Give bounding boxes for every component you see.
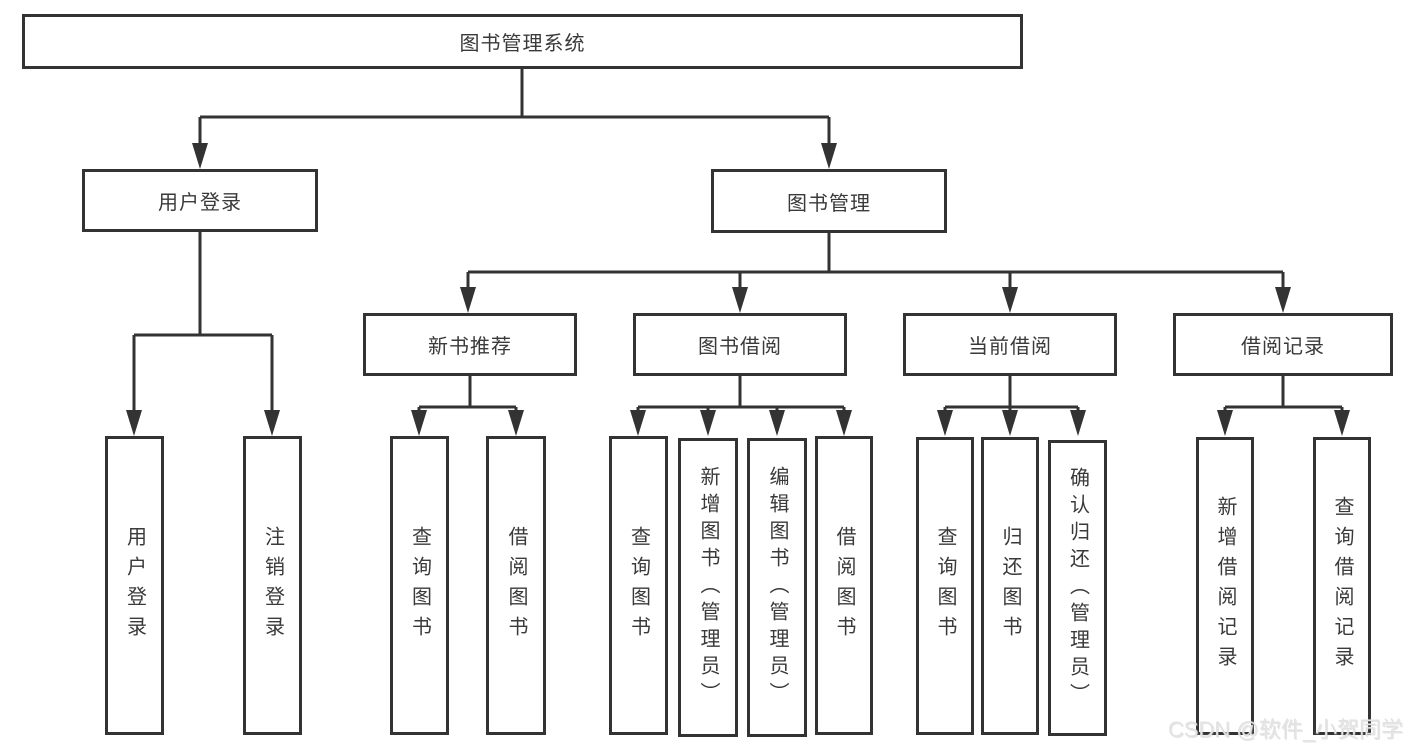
leaf-query-books-3-label: 查询图书 — [934, 526, 956, 646]
leaf-query-books-1: 查询图书 — [390, 436, 449, 735]
leaf-confirm-return-admin: 确认归还（管理员） — [1048, 440, 1107, 736]
leaf-query-books-3: 查询图书 — [916, 437, 974, 735]
leaf-edit-books-admin: 编辑图书（管理员） — [747, 438, 807, 737]
leaf-logout-login: 注销登录 — [243, 436, 302, 735]
leaf-query-books-2: 查询图书 — [609, 436, 668, 735]
leaf-user-login: 用户登录 — [105, 436, 164, 735]
leaf-borrow-books-1: 借阅图书 — [486, 436, 546, 735]
leaf-user-login-label: 用户登录 — [123, 525, 146, 646]
new-book-recommend-box: 新书推荐 — [363, 313, 577, 376]
arrowhead-icon — [937, 410, 953, 436]
user-login-label: 用户登录 — [158, 192, 242, 214]
leaf-edit-books-admin-label: 编辑图书（管理员） — [766, 466, 788, 709]
arrowhead-icon — [1217, 410, 1233, 436]
connector-current-borrow-to-leaves — [943, 376, 1080, 412]
arrowhead-icon — [630, 410, 646, 436]
current-borrow-label: 当前借阅 — [968, 336, 1052, 358]
arrowhead-icon — [264, 410, 280, 436]
leaf-return-books-label: 归还图书 — [999, 526, 1021, 646]
leaf-query-books-1-label: 查询图书 — [408, 525, 431, 646]
arrowhead-icon — [460, 287, 476, 313]
arrowhead-icon — [769, 410, 785, 436]
leaf-add-books-admin-label: 新增图书（管理员） — [697, 466, 719, 709]
arrowhead-icon — [126, 410, 142, 436]
arrowhead-icon — [1070, 410, 1086, 436]
arrowhead-icon — [1002, 410, 1018, 436]
leaf-borrow-books-2-label: 借阅图书 — [833, 525, 855, 646]
current-borrow-box: 当前借阅 — [903, 313, 1117, 376]
leaf-query-borrow-record: 查询借阅记录 — [1313, 437, 1371, 735]
borrow-records-label: 借阅记录 — [1241, 336, 1325, 358]
borrow-records-box: 借阅记录 — [1173, 313, 1393, 376]
arrowhead-icon — [1275, 287, 1291, 313]
connector-book-mgmt-to-level3 — [466, 233, 1285, 289]
arrowhead-icon — [821, 143, 837, 169]
leaf-add-borrow-record: 新增借阅记录 — [1196, 437, 1254, 735]
leaf-query-books-2-label: 查询图书 — [627, 525, 650, 646]
leaf-confirm-return-admin-label: 确认归还（管理员） — [1066, 466, 1089, 710]
connector-new-book-rec-to-leaves — [417, 376, 518, 412]
arrowhead-icon — [508, 410, 524, 436]
book-borrow-box: 图书借阅 — [633, 313, 847, 376]
arrowhead-icon — [836, 410, 852, 436]
arrowhead-icon — [700, 410, 716, 436]
arrowhead-icon — [732, 287, 748, 313]
leaf-query-borrow-record-label: 查询借阅记录 — [1331, 496, 1353, 676]
book-management-label: 图书管理 — [787, 192, 871, 215]
leaf-return-books: 归还图书 — [981, 437, 1039, 735]
user-login-box: 用户登录 — [82, 169, 318, 232]
leaf-add-borrow-record-label: 新增借阅记录 — [1214, 496, 1236, 676]
leaf-add-books-admin: 新增图书（管理员） — [678, 438, 738, 737]
connector-root-to-level2 — [198, 69, 831, 145]
book-management-box: 图书管理 — [711, 169, 947, 233]
root-box: 图书管理系统 — [22, 14, 1023, 69]
leaf-borrow-books-1-label: 借阅图书 — [505, 525, 527, 646]
arrowhead-icon — [1334, 410, 1350, 436]
leaf-borrow-books-2: 借阅图书 — [815, 436, 873, 735]
new-book-recommend-label: 新书推荐 — [428, 336, 512, 358]
connector-user-login-to-leaves — [132, 232, 274, 412]
arrowhead-icon — [411, 410, 427, 436]
leaf-logout-login-label: 注销登录 — [261, 525, 284, 646]
arrowhead-icon — [192, 143, 208, 169]
root-label: 图书管理系统 — [459, 33, 586, 55]
arrowhead-icon — [1002, 287, 1018, 313]
arrowheads — [126, 143, 1350, 436]
connector-book-borrow-to-leaves — [636, 376, 846, 412]
book-borrow-label: 图书借阅 — [698, 336, 782, 358]
connector-borrow-records-to-leaves — [1223, 376, 1344, 412]
